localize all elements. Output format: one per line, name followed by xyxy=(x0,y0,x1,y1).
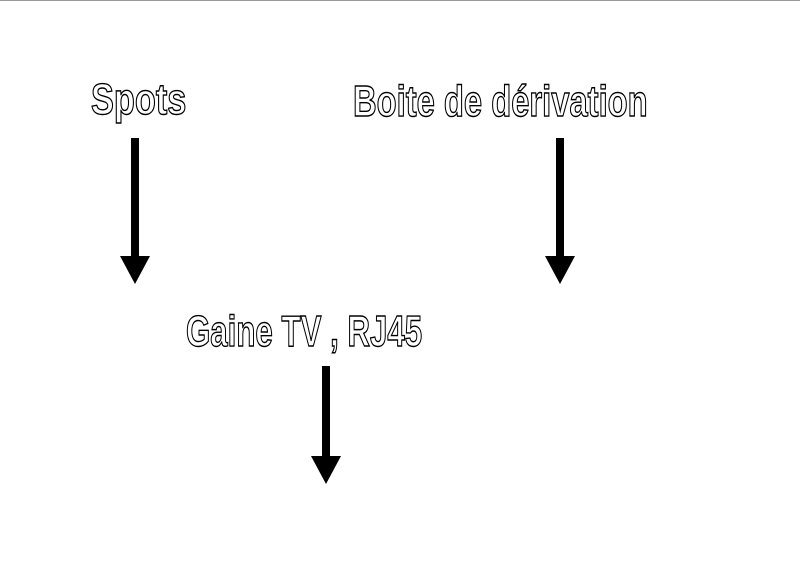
label-boite-de-derivation: Boite de dérivation xyxy=(352,77,648,126)
arrow-shaft xyxy=(131,138,139,258)
label-gaine-tv-rj45: Gaine TV , RJ45 xyxy=(186,307,423,356)
arrow-head xyxy=(120,256,150,284)
arrow-down-boite xyxy=(545,138,575,284)
arrow-head xyxy=(311,456,341,484)
arrow-shaft xyxy=(322,366,330,458)
arrow-head xyxy=(545,256,575,284)
top-border-line xyxy=(0,0,800,1)
arrow-down-gaine xyxy=(311,366,341,484)
arrow-shaft xyxy=(556,138,564,258)
arrow-down-spots xyxy=(120,138,150,284)
label-spots: Spots xyxy=(90,75,187,124)
